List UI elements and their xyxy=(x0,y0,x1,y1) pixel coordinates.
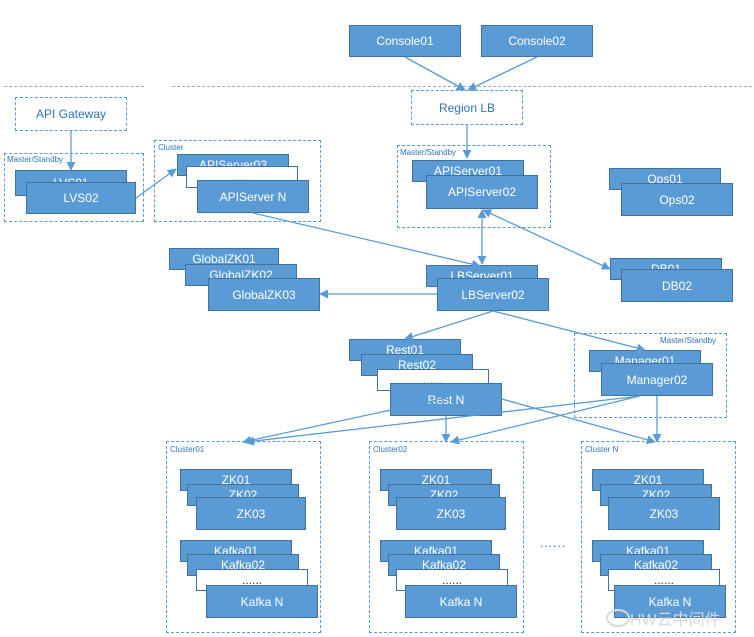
lbserver02-node: LBServer02 xyxy=(437,278,549,311)
edge-manager-cluster01 xyxy=(245,395,641,446)
cluster-n-label: Cluster N xyxy=(585,445,619,454)
cluster02-label: Cluster02 xyxy=(373,445,408,454)
manager-group-label: Master/Standby xyxy=(660,336,717,345)
between-clusters-dots: ...... xyxy=(540,536,567,550)
cluster01-zk03-node: ZK03 xyxy=(196,497,306,530)
edge-lvs-apiserver-cluster xyxy=(135,168,177,199)
apiserver-n-node: APIServer N xyxy=(197,180,309,213)
db02-node: DB02 xyxy=(621,269,733,302)
edge-rest-clustern xyxy=(501,398,656,445)
watermark-logo-icon xyxy=(606,609,630,627)
apiserver02-node: APIServer02 xyxy=(426,175,538,209)
region-lb-node: Region LB xyxy=(411,90,523,125)
console01-node: Console01 xyxy=(349,25,461,57)
apiserver-master-label: Master/Standby xyxy=(400,148,457,157)
apiserver-cluster-group xyxy=(154,140,321,222)
apiserver-cluster-label: Cluster xyxy=(158,143,184,152)
lvs-group-label: Master/Standby xyxy=(7,155,64,164)
cluster-n-kafka-n-node: Kafka N xyxy=(614,585,726,618)
edge-console02-regionlb xyxy=(467,56,538,91)
manager02-node: Manager02 xyxy=(601,363,713,396)
cluster01-kafka-n-node: Kafka N xyxy=(206,585,318,618)
lvs-group xyxy=(4,153,144,222)
manager-group xyxy=(574,333,727,418)
edge-apiserver-db xyxy=(482,209,611,270)
cluster-n-zk03-node: ZK03 xyxy=(608,497,720,530)
edge-rest-cluster01 xyxy=(242,397,447,445)
ops02-node: Ops02 xyxy=(621,183,733,216)
edge-lbserver-rest xyxy=(404,310,494,341)
api-gateway-node: API Gateway xyxy=(15,97,127,131)
cluster02-kafka-n-node: Kafka N xyxy=(405,585,517,618)
lvs02-node: LVS02 xyxy=(26,182,136,214)
edge-console01-regionlb xyxy=(404,56,466,91)
apiserver-master-group xyxy=(397,145,551,228)
watermark-text: HW云中间件 xyxy=(630,612,721,629)
rest-n-node: Rest N xyxy=(390,383,502,416)
edge-apiservern-lbserver xyxy=(252,212,481,269)
edge-lbserver-manager xyxy=(492,310,646,353)
separator-left xyxy=(4,86,144,87)
edge-manager-cluster02 xyxy=(450,395,641,445)
cluster01-label: Cluster01 xyxy=(170,445,205,454)
cluster02-zk03-node: ZK03 xyxy=(396,497,506,530)
globalzk03-node: GlobalZK03 xyxy=(208,278,320,311)
console02-node: Console02 xyxy=(481,25,593,57)
